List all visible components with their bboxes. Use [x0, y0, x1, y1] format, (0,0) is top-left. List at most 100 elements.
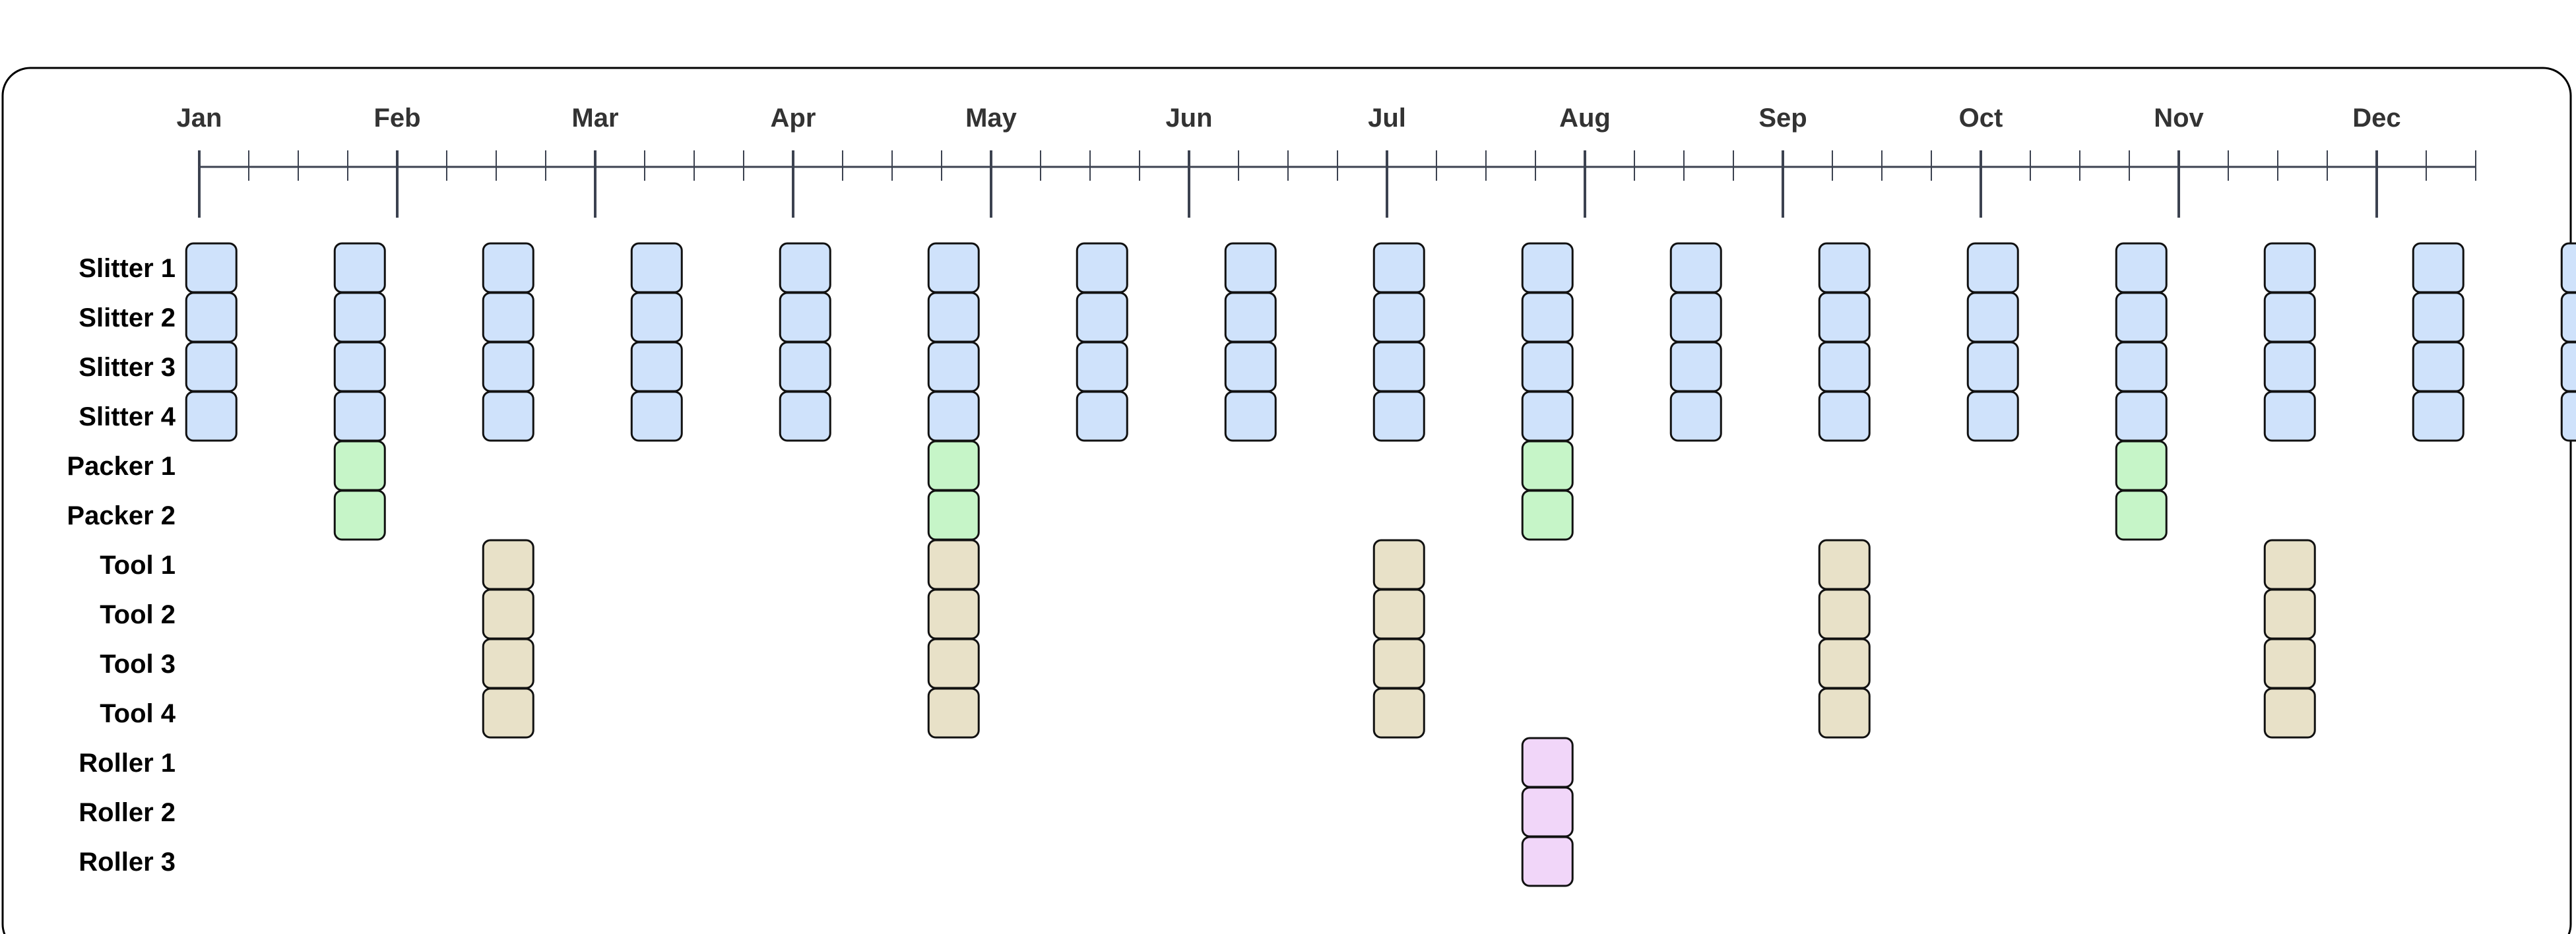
- event-box-slitter-1-w33: [1372, 242, 1425, 294]
- event-box-slitter-1-w41: [1669, 242, 1722, 294]
- event-box-tool-3-w33: [1372, 638, 1425, 689]
- event-box-slitter-3-w37: [1521, 341, 1574, 392]
- row-label-tool-1: Tool 1: [100, 551, 176, 580]
- event-box-slitter-2-w53: [2115, 292, 2168, 343]
- row-label-roller-3: Roller 3: [79, 848, 176, 877]
- event-box-slitter-4-w1: [185, 390, 238, 442]
- event-box-slitter-3-w1: [185, 341, 238, 392]
- event-box-tool-4-w57: [2263, 687, 2316, 739]
- event-box-slitter-4-w49: [1966, 390, 2019, 442]
- event-box-slitter-1-w37: [1521, 242, 1574, 294]
- month-label-jun: Jun: [1165, 104, 1212, 133]
- event-box-slitter-4-w57: [2263, 390, 2316, 442]
- event-box-packer-2-w37: [1521, 489, 1574, 541]
- event-box-tool-1-w21: [927, 539, 980, 590]
- event-box-slitter-3-w5: [333, 341, 386, 392]
- row-label-packer-1: Packer 1: [67, 452, 176, 481]
- month-label-jul: Jul: [1368, 104, 1406, 133]
- event-box-tool-2-w21: [927, 588, 980, 640]
- month-label-may: May: [965, 104, 1017, 133]
- event-box-slitter-3-w29: [1224, 341, 1277, 392]
- event-box-slitter-2-w65: [2560, 292, 2576, 343]
- event-box-tool-1-w45: [1818, 539, 1871, 590]
- event-box-slitter-2-w29: [1224, 292, 1277, 343]
- event-box-packer-2-w21: [927, 489, 980, 541]
- event-box-roller-2-w37: [1521, 786, 1574, 838]
- event-box-tool-1-w33: [1372, 539, 1425, 590]
- event-box-slitter-4-w21: [927, 390, 980, 442]
- event-box-slitter-2-w21: [927, 292, 980, 343]
- event-box-slitter-1-w1: [185, 242, 238, 294]
- month-label-nov: Nov: [2154, 104, 2204, 133]
- event-box-slitter-2-w61: [2412, 292, 2464, 343]
- event-box-slitter-2-w45: [1818, 292, 1871, 343]
- event-box-slitter-3-w17: [779, 341, 831, 392]
- row-label-slitter-1: Slitter 1: [79, 254, 176, 283]
- event-box-slitter-1-w65: [2560, 242, 2576, 294]
- event-box-slitter-1-w53: [2115, 242, 2168, 294]
- month-label-dec: Dec: [2352, 104, 2400, 133]
- event-box-slitter-2-w17: [779, 292, 831, 343]
- event-box-slitter-4-w61: [2412, 390, 2464, 442]
- month-label-apr: Apr: [771, 104, 816, 133]
- event-box-slitter-3-w53: [2115, 341, 2168, 392]
- event-box-tool-4-w21: [927, 687, 980, 739]
- month-label-mar: Mar: [571, 104, 618, 133]
- event-box-slitter-4-w45: [1818, 390, 1871, 442]
- row-label-slitter-3: Slitter 3: [79, 353, 176, 382]
- event-box-tool-1-w57: [2263, 539, 2316, 590]
- event-box-slitter-2-w57: [2263, 292, 2316, 343]
- event-box-slitter-1-w25: [1076, 242, 1128, 294]
- event-box-slitter-1-w45: [1818, 242, 1871, 294]
- event-box-slitter-4-w41: [1669, 390, 1722, 442]
- row-label-slitter-2: Slitter 2: [79, 303, 176, 332]
- event-boxes: [185, 242, 2576, 887]
- event-box-slitter-3-w49: [1966, 341, 2019, 392]
- event-box-slitter-3-w21: [927, 341, 980, 392]
- row-label-roller-2: Roller 2: [79, 798, 176, 827]
- row-label-tool-2: Tool 2: [100, 600, 176, 629]
- event-box-slitter-3-w13: [630, 341, 683, 392]
- event-box-roller-3-w37: [1521, 836, 1574, 887]
- event-box-packer-2-w53: [2115, 489, 2168, 541]
- month-label-sep: Sep: [1758, 104, 1807, 133]
- event-box-slitter-2-w25: [1076, 292, 1128, 343]
- event-box-packer-1-w53: [2115, 440, 2168, 491]
- event-box-slitter-4-w25: [1076, 390, 1128, 442]
- event-box-slitter-2-w49: [1966, 292, 2019, 343]
- event-box-packer-1-w37: [1521, 440, 1574, 491]
- event-box-slitter-3-w9: [482, 341, 534, 392]
- event-box-tool-2-w45: [1818, 588, 1871, 640]
- event-box-slitter-1-w49: [1966, 242, 2019, 294]
- event-box-slitter-1-w21: [927, 242, 980, 294]
- event-box-tool-3-w21: [927, 638, 980, 689]
- event-box-slitter-1-w13: [630, 242, 683, 294]
- event-box-slitter-4-w17: [779, 390, 831, 442]
- month-label-feb: Feb: [373, 104, 420, 133]
- event-box-slitter-4-w5: [333, 390, 386, 442]
- event-box-packer-1-w5: [333, 440, 386, 491]
- event-box-tool-2-w57: [2263, 588, 2316, 640]
- event-box-slitter-2-w9: [482, 292, 534, 343]
- event-box-tool-3-w9: [482, 638, 534, 689]
- event-box-slitter-4-w65: [2560, 390, 2576, 442]
- event-box-slitter-2-w41: [1669, 292, 1722, 343]
- event-box-slitter-4-w53: [2115, 390, 2168, 442]
- event-box-slitter-2-w13: [630, 292, 683, 343]
- event-box-slitter-4-w29: [1224, 390, 1277, 442]
- event-box-slitter-3-w25: [1076, 341, 1128, 392]
- event-box-tool-2-w9: [482, 588, 534, 640]
- row-label-packer-2: Packer 2: [67, 501, 176, 530]
- event-box-slitter-4-w9: [482, 390, 534, 442]
- event-box-slitter-3-w33: [1372, 341, 1425, 392]
- event-box-packer-1-w21: [927, 440, 980, 491]
- event-box-tool-4-w45: [1818, 687, 1871, 739]
- event-box-slitter-1-w9: [482, 242, 534, 294]
- event-box-tool-4-w9: [482, 687, 534, 739]
- event-box-tool-3-w57: [2263, 638, 2316, 689]
- event-box-slitter-3-w65: [2560, 341, 2576, 392]
